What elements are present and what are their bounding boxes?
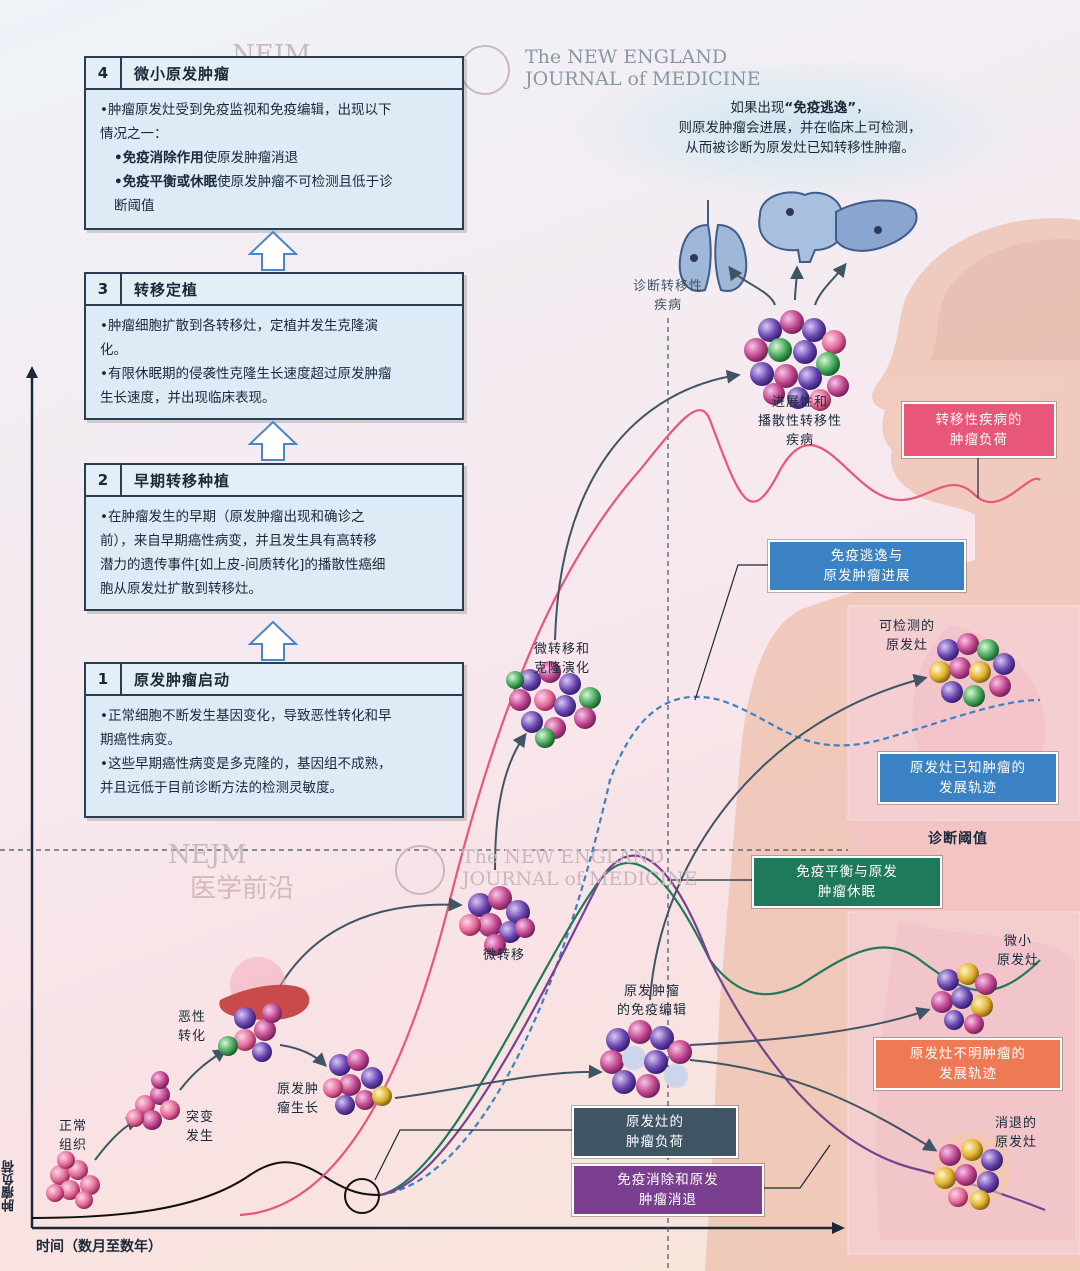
label-mutation: 突变发生	[185, 1110, 214, 1144]
note-glow	[570, 55, 1030, 205]
elimination-curve	[379, 854, 1046, 1212]
arrow-immunoediting-regressed	[689, 1059, 938, 1152]
y-axis-label: 肿瘤负荷	[2, 1160, 17, 1212]
up-arrow-icon-3	[248, 230, 298, 271]
x-axis-label: 时间（数月至数年）	[36, 1239, 162, 1255]
label-normal-tissue: 正常组织	[58, 1119, 87, 1153]
liver-icon	[835, 199, 918, 252]
watermark-journal-top-1: The NEW ENGLAND	[525, 46, 728, 68]
tag-equilibrium: 免疫平衡与原发肿瘤休眠	[752, 856, 942, 908]
tag-immune-escape: 免疫逃逸与原发肿瘤进展	[768, 540, 966, 592]
tag-elimination: 免疫消除和原发肿瘤消退	[572, 1164, 764, 1216]
arrow-mutation-malignant	[179, 1048, 228, 1091]
label-micro-primary: 微小原发灶	[996, 934, 1039, 968]
primary-growth-cells	[323, 1049, 392, 1115]
regressed-primary-cells	[934, 1132, 1010, 1210]
escape-curve	[379, 695, 1041, 1197]
watermark-nejm-mid: NEJM	[168, 840, 247, 870]
diagnosis-line-label: 诊断转移性疾病	[632, 279, 703, 313]
threshold-label: 诊断阈值	[928, 831, 988, 847]
metastatic-burden-curve	[239, 409, 1041, 1217]
up-arrow-icon-1	[248, 620, 298, 661]
leader-elimination	[762, 1144, 831, 1189]
arrow-to-lungs	[728, 265, 776, 306]
arrow-immunoediting-micro	[689, 1007, 931, 1046]
label-malignant: 恶性转化	[177, 1010, 206, 1044]
lungs-icon	[678, 200, 748, 292]
watermark-journal-top-2: JOURNAL of MEDICINE	[525, 68, 761, 90]
micro-primary-cells	[931, 963, 997, 1034]
arrow-primary-immunoediting	[394, 1064, 603, 1099]
leader-escape	[694, 564, 768, 701]
micromet-cells	[459, 886, 535, 956]
tag-metastatic-burden: 转移性疾病的肿瘤负荷	[902, 402, 1056, 458]
arrow-clonal-progressive	[554, 369, 741, 641]
watermark-journal-mid-1: The NEW ENGLAND	[462, 846, 665, 868]
micromet-clonal-cells	[506, 661, 601, 748]
malignant-vessel-cells	[218, 957, 310, 1062]
label-progressive: 进展性和播散性转移性疾病	[757, 395, 842, 448]
mutation-cells	[126, 1071, 180, 1130]
seal-icon-mid	[395, 845, 445, 895]
normal-tissue-cells	[46, 1151, 100, 1209]
label-micromet-clonal: 微转移和克隆演化	[533, 642, 590, 676]
up-arrow-icon-2	[248, 420, 298, 461]
equilibrium-curve	[379, 862, 1041, 1197]
immune-escape-note: 如果出现“免疫逃逸”， 则原发肿瘤会进展，并在临床上可检测， 从而被诊断为原发灶…	[678, 100, 922, 156]
tag-primary-burden: 原发灶的肿瘤负荷	[572, 1106, 738, 1158]
arrow-micromet-clonal	[494, 732, 527, 871]
arrow-malignant-primary	[279, 1044, 327, 1067]
seal-icon-top	[460, 45, 510, 95]
progressive-disease-cells	[744, 310, 849, 411]
arrow-to-liver	[814, 262, 847, 306]
leader-primary	[374, 1129, 572, 1181]
label-regressed-primary: 消退的原发灶	[994, 1116, 1037, 1150]
arrow-to-brain	[789, 265, 804, 301]
watermark-journal-mid-2: JOURNAL of MEDICINE	[462, 868, 698, 890]
primary-burden-marker	[344, 1178, 380, 1214]
label-detectable-primary: 可检测的原发灶	[878, 619, 935, 653]
label-immunoediting: 原发肿瘤的免疫编辑	[616, 984, 687, 1018]
arrow-immunoediting-detectable	[649, 673, 928, 1001]
watermark-cn-mid: 医学前沿	[190, 874, 295, 904]
tag-unknown-primary: 原发灶不明肿瘤的发展轨迹	[874, 1038, 1062, 1090]
label-micromet: 微转移	[482, 948, 525, 963]
label-primary-growth: 原发肿瘤生长	[276, 1082, 319, 1116]
brain-icon	[758, 191, 845, 263]
tag-known-primary: 原发灶已知肿瘤的发展轨迹	[878, 752, 1058, 804]
detectable-primary-cells	[929, 633, 1015, 707]
immunoediting-cells	[600, 1020, 692, 1098]
